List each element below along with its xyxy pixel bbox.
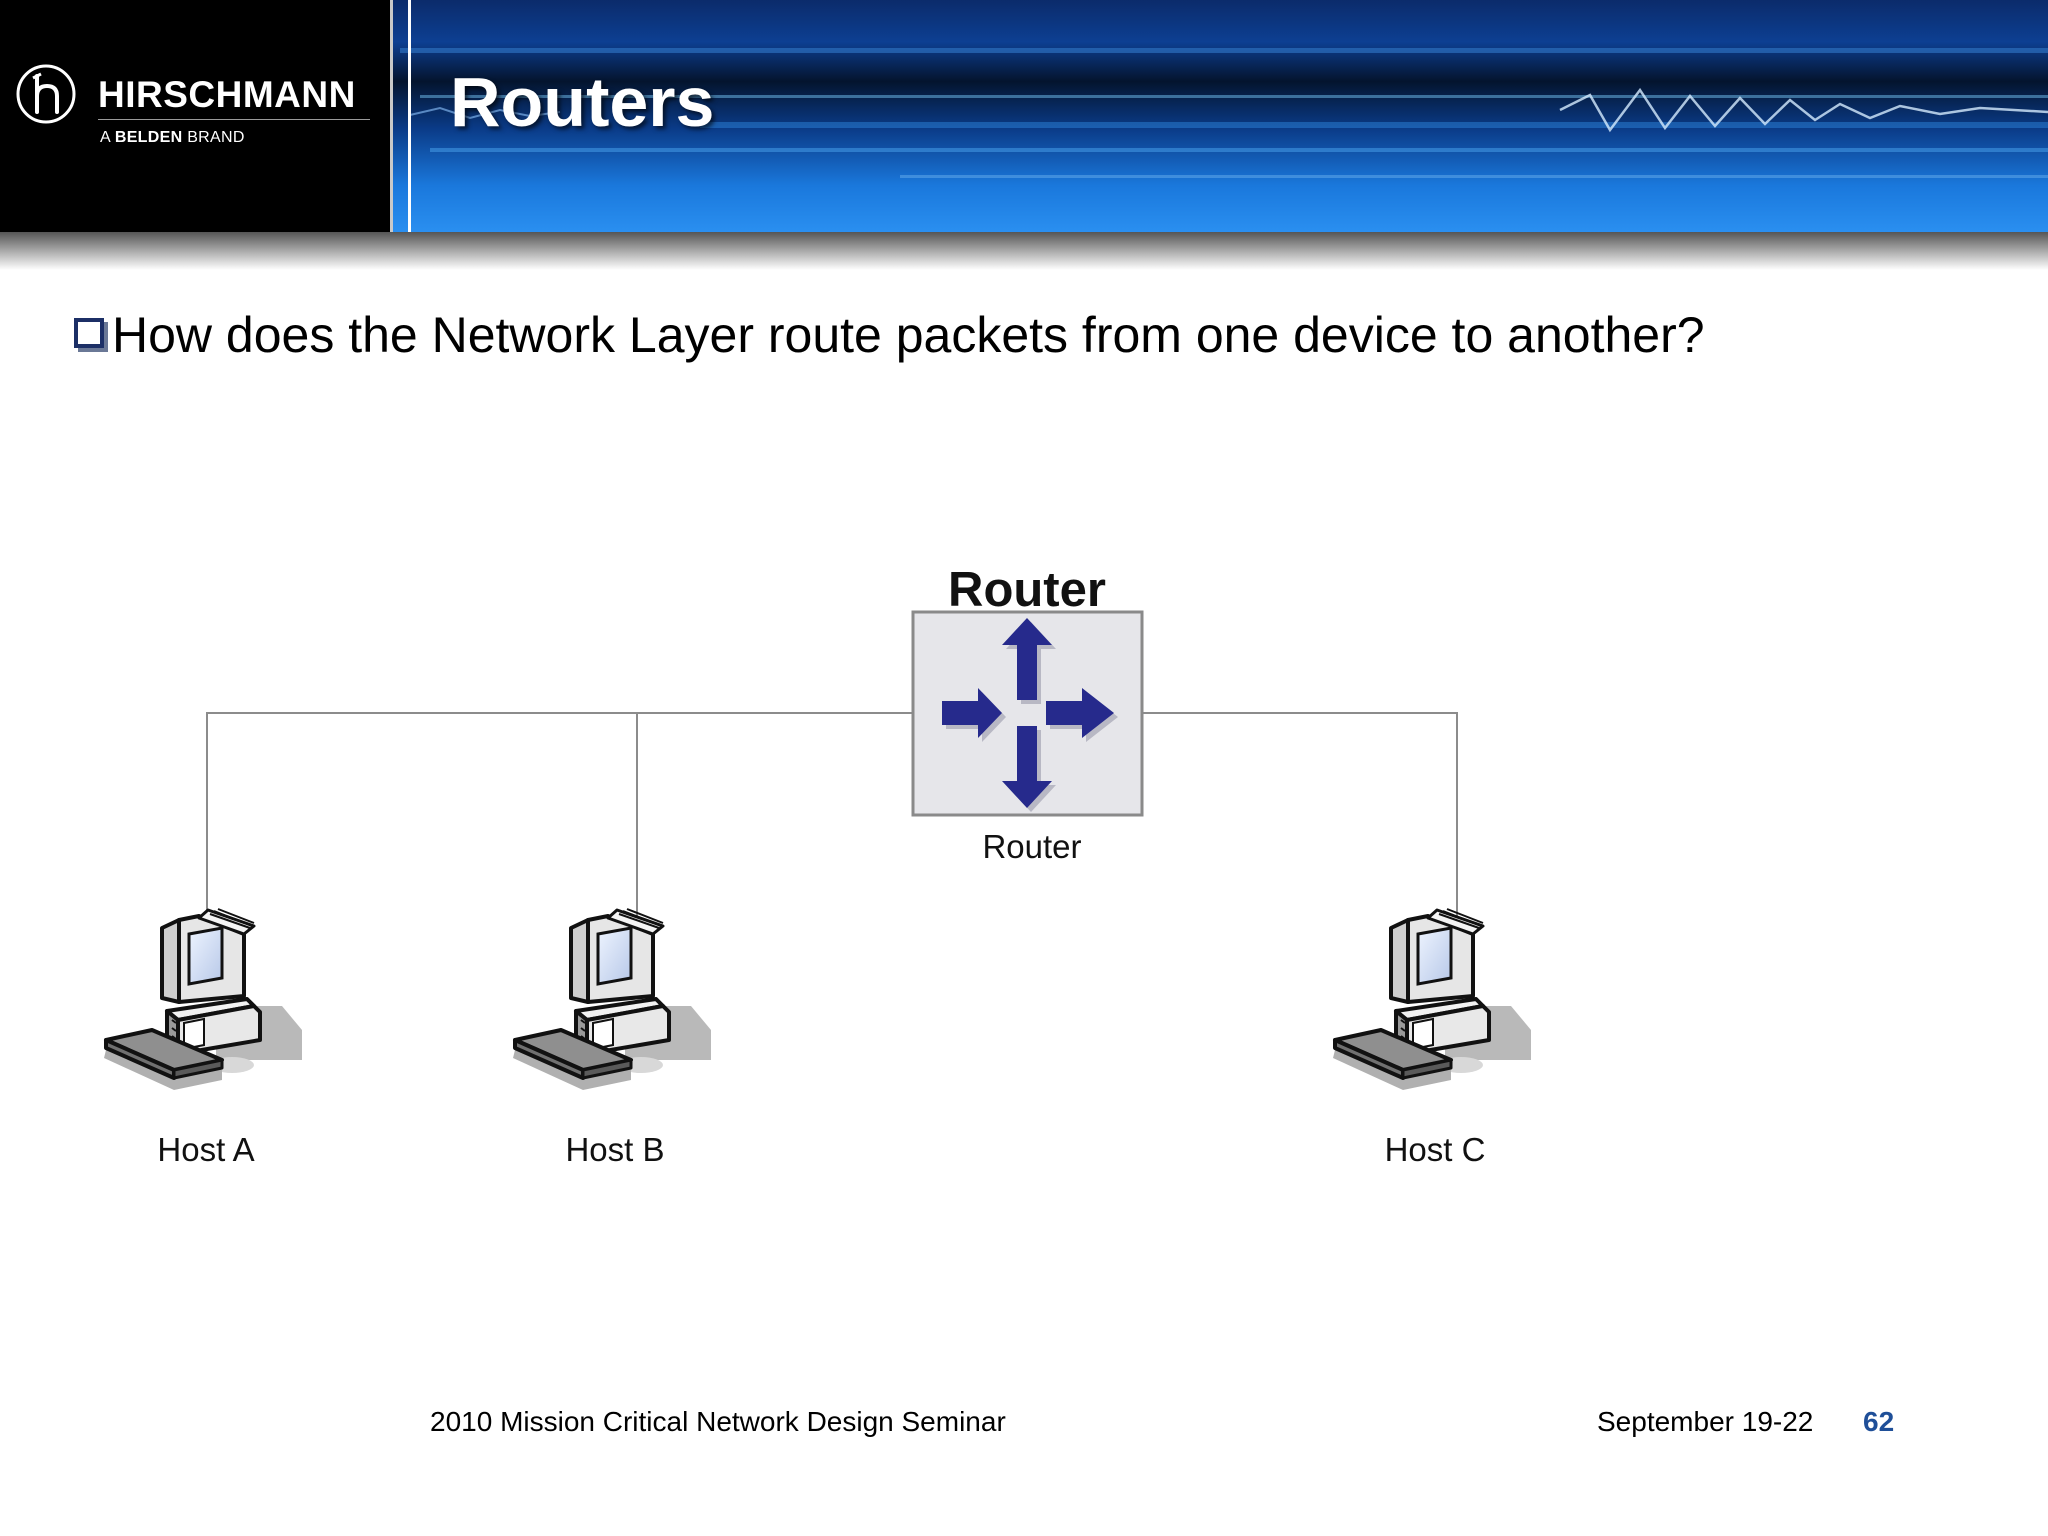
footer-date: September 19-22 (1597, 1406, 1814, 1437)
hirschmann-logo-icon (16, 64, 76, 124)
host-a-computer-icon (102, 907, 304, 1092)
bullet-text: How does the Network Layer route packets… (112, 307, 1705, 363)
bullet-square-icon (74, 318, 104, 348)
router-heading: Router (948, 563, 1106, 617)
connection-lines (206, 712, 1458, 917)
page-number: 62 (1863, 1406, 1895, 1437)
footer-event-title: 2010 Mission Critical Network Design Sem… (430, 1406, 1006, 1437)
router-node (911, 610, 1144, 817)
router-caption: Router (982, 828, 1082, 865)
brand-divider (98, 119, 370, 120)
slide-header: HIRSCHMANN A BELDEN BRAND Routers (0, 0, 2048, 270)
host-b-computer-icon (511, 907, 713, 1092)
brand-subtitle: A BELDEN BRAND (100, 129, 245, 146)
host-b-label: Host B (565, 1131, 665, 1168)
brand-name: HIRSCHMANN (98, 74, 356, 115)
host-c-computer-icon (1331, 907, 1533, 1092)
host-a-label: Host A (157, 1131, 255, 1168)
header-banner (0, 0, 2048, 270)
host-c-label: Host C (1384, 1131, 1486, 1168)
bullet-item: How does the Network Layer route packets… (74, 306, 1705, 364)
slide-title: Routers (450, 63, 715, 141)
